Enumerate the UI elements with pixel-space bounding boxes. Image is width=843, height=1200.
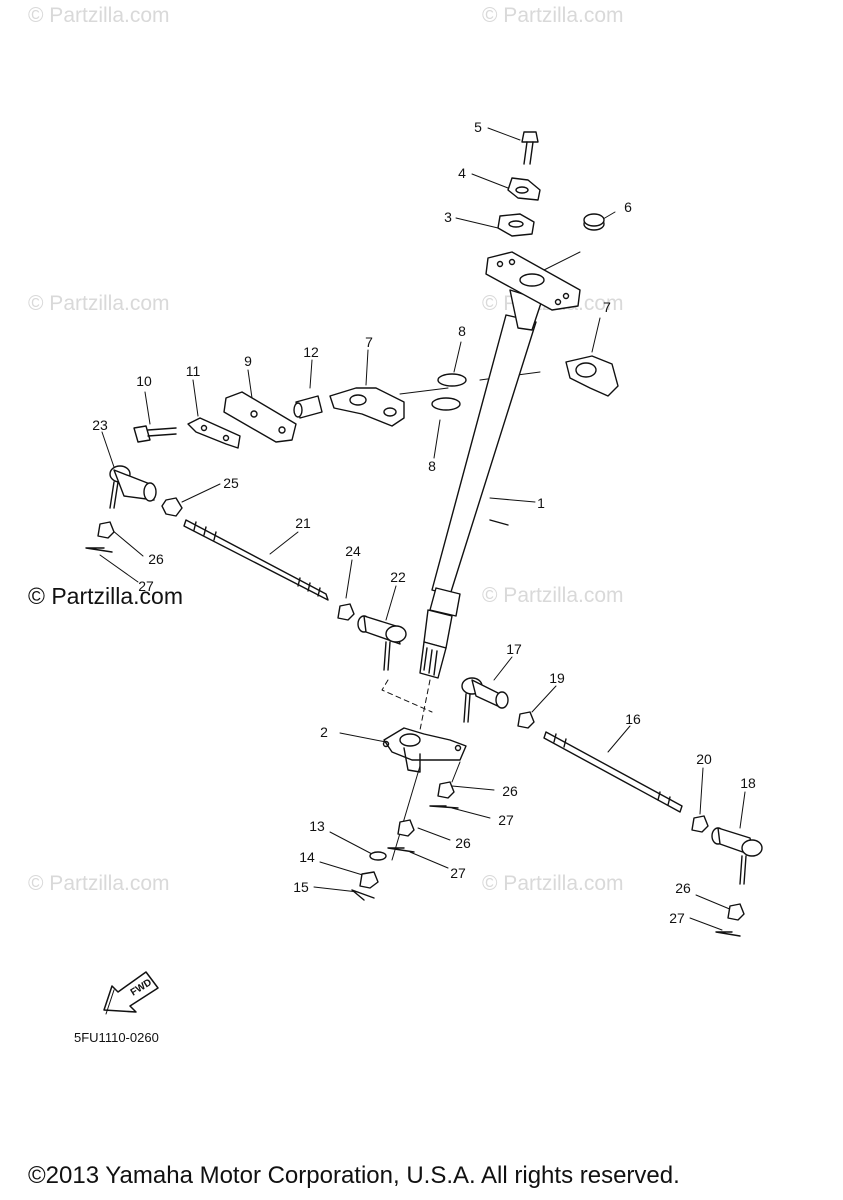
part-23-rod-end: [109, 465, 157, 509]
part-18-rod-end: [711, 827, 763, 885]
part-20-nut: [691, 815, 709, 833]
part-27-pin-left: [85, 547, 113, 553]
part-4-holder: [507, 177, 541, 201]
part-27-pin-b: [387, 847, 415, 853]
leader-lines: [99, 127, 746, 931]
callout-label: 8: [458, 323, 466, 339]
callout-label: 26: [502, 783, 518, 799]
part-14-nut: [359, 871, 379, 889]
callout-label: 22: [390, 569, 406, 585]
watermark-strong: © Partzilla.com: [28, 583, 183, 609]
callout-label: 8: [428, 458, 436, 474]
copyright-notice: ©2013 Yamaha Motor Corporation, U.S.A. A…: [28, 1162, 680, 1189]
part-17-rod-end: [461, 677, 509, 723]
steering-column: [381, 251, 581, 731]
part-24-nut: [337, 603, 355, 621]
callout-label: 27: [669, 910, 685, 926]
fwd-arrow-icon: [103, 971, 159, 1015]
callout-label: 21: [295, 515, 311, 531]
callout-label: 27: [498, 812, 514, 828]
callout-label: 24: [345, 543, 361, 559]
callout-label: 10: [136, 373, 152, 389]
part-26-nut-a: [437, 781, 455, 799]
part-7-collar-left: [329, 387, 405, 427]
watermark: © Partzilla.com: [28, 872, 170, 895]
part-26-nut-b: [397, 819, 415, 837]
callout-label: 25: [223, 475, 239, 491]
callout-label: 11: [185, 363, 201, 379]
callout-label: 13: [309, 818, 325, 834]
part-5-bolt: [521, 131, 539, 165]
part-16-tie-rod: [543, 731, 683, 813]
part-6-cap: [583, 213, 605, 231]
part-9-plate: [223, 391, 297, 443]
part-12-collar: [293, 395, 323, 419]
part-19-nut: [517, 711, 535, 729]
watermark: © Partzilla.com: [482, 4, 624, 27]
part-11-lock-washer: [187, 417, 241, 449]
callout-label: 20: [696, 751, 712, 767]
part-25-nut: [161, 497, 183, 517]
part-26-nut-right: [727, 903, 745, 921]
callout-label: 27: [138, 578, 154, 594]
callout-label: 26: [455, 835, 471, 851]
part-21-tie-rod: [183, 519, 329, 601]
watermark: © Partzilla.com: [28, 292, 170, 315]
callout-label: 2: [320, 724, 328, 740]
part-3-holder: [497, 213, 535, 237]
callout-label: 7: [603, 299, 611, 315]
callout-label: 26: [148, 551, 164, 567]
callout-label: 18: [740, 775, 756, 791]
callout-label: 14: [299, 849, 315, 865]
part-2-arm: [382, 727, 467, 861]
callout-label: 12: [303, 344, 319, 360]
watermark: © Partzilla.com: [28, 4, 170, 27]
part-13-washer: [369, 851, 387, 861]
callout-label: 26: [675, 880, 691, 896]
watermark: © Partzilla.com: [482, 584, 624, 607]
part-8-ring-upper: [437, 373, 467, 387]
part-27-pin-right: [715, 931, 741, 937]
part-27-pin-a: [429, 805, 459, 809]
diagram-code: 5FU1110-0260: [74, 1030, 159, 1045]
part-26-nut-left: [97, 521, 115, 539]
callout-label: 23: [92, 417, 108, 433]
callout-label: 9: [244, 353, 252, 369]
callout-label: 1: [537, 495, 545, 511]
part-7-collar-right: [565, 355, 619, 397]
callout-label: 6: [624, 199, 632, 215]
part-10-bolt: [133, 425, 177, 443]
callout-label: 16: [625, 711, 641, 727]
watermark: © Partzilla.com: [482, 872, 624, 895]
callout-label: 4: [458, 165, 466, 181]
part-15-pin: [351, 889, 375, 901]
callout-label: 7: [365, 334, 373, 350]
callout-label: 27: [450, 865, 466, 881]
callout-label: 15: [293, 879, 309, 895]
callout-label: 19: [549, 670, 565, 686]
callout-label: 17: [506, 641, 522, 657]
callout-label: 5: [474, 119, 482, 135]
part-8-ring-lower: [431, 397, 461, 411]
part-22-rod-end: [357, 615, 407, 671]
callout-label: 3: [444, 209, 452, 225]
